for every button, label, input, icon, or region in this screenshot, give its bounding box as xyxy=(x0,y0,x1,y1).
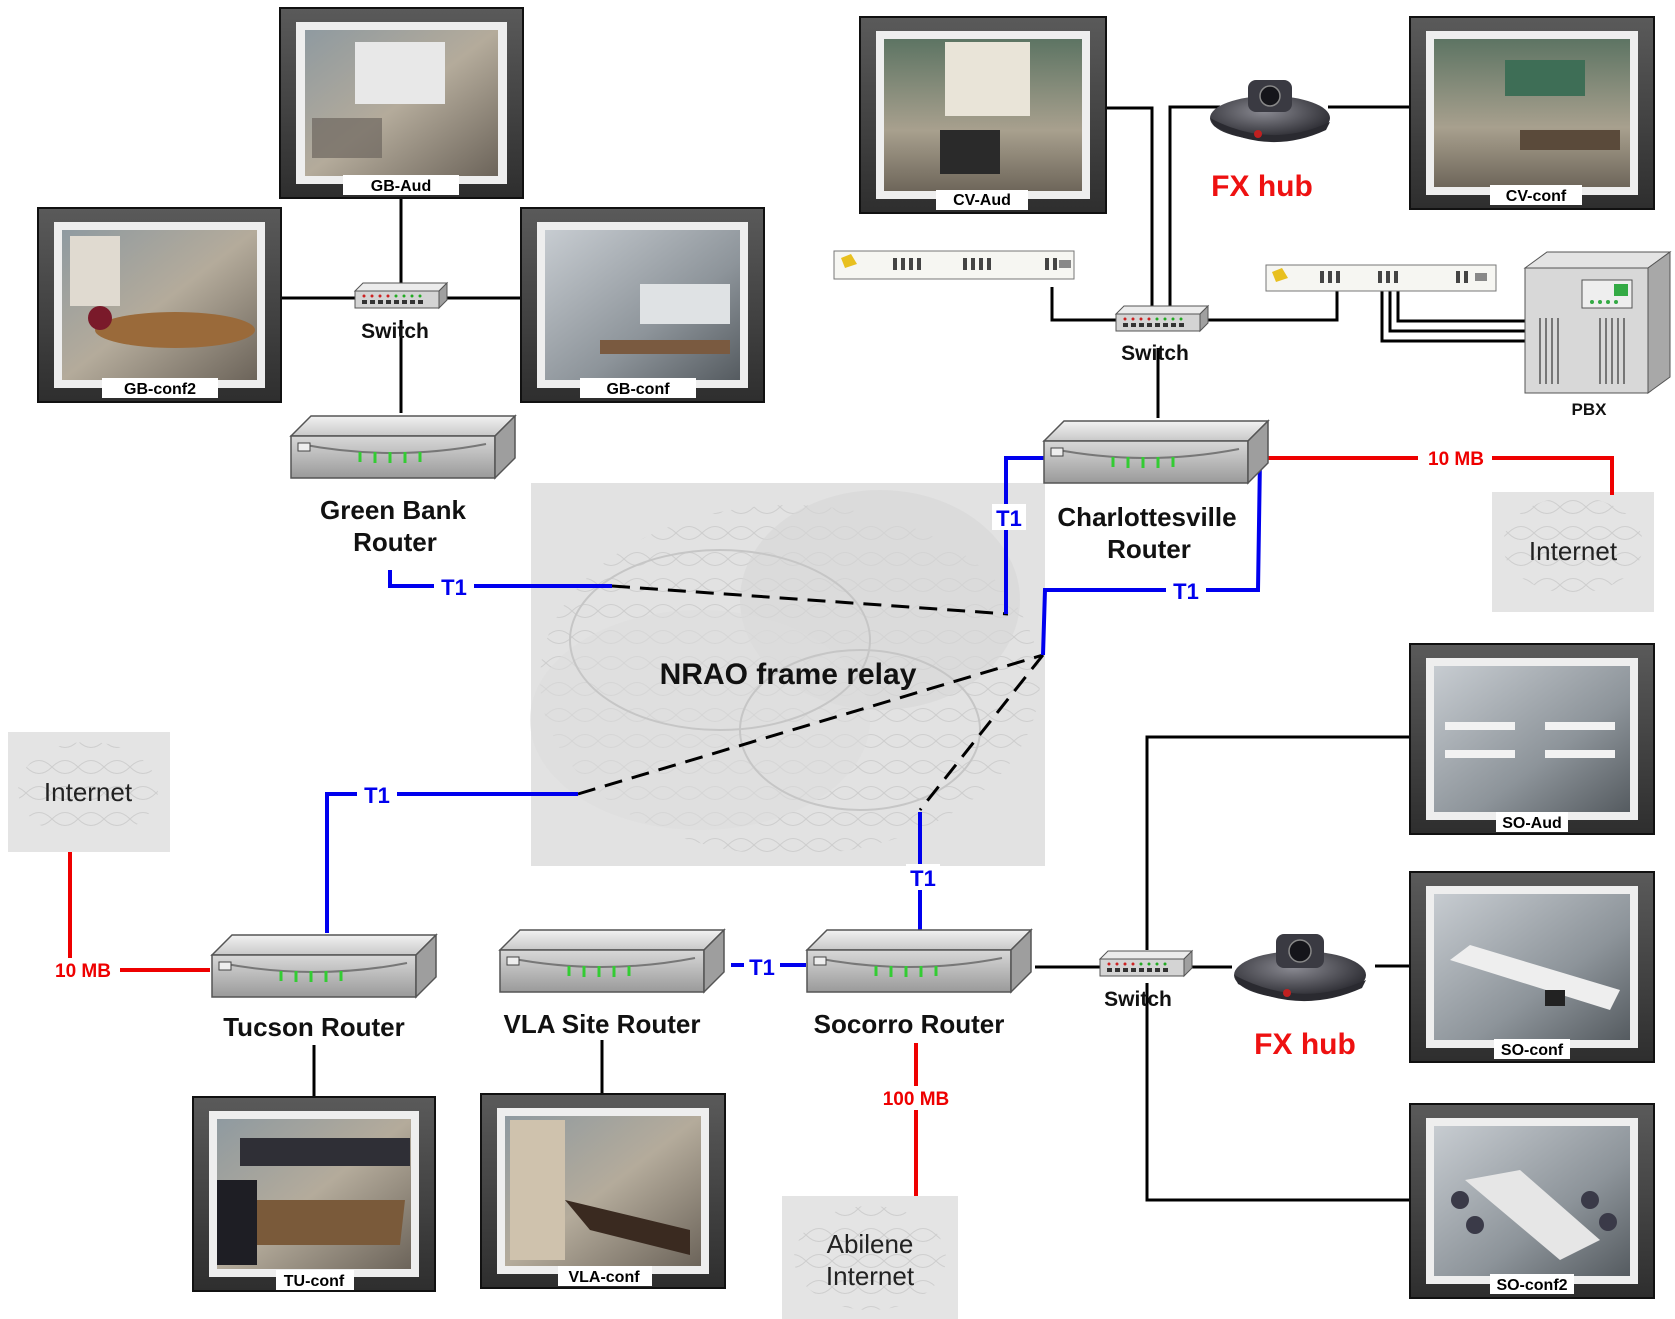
room-monitor-gb-conf: GB-conf xyxy=(520,207,765,403)
mb10-label-tu: 10 MB xyxy=(55,961,111,982)
t1-label-so: T1 xyxy=(910,866,936,891)
internet-label-cv: Internet xyxy=(1529,536,1618,566)
t1-label-gb: T1 xyxy=(441,575,467,600)
room-label-gb-aud: GB-Aud xyxy=(371,178,431,195)
link-labels: T1 T1 T1 T1 T1 T1 10 MB 10 MB 100 MB xyxy=(46,446,1492,1110)
internet-label-tu: Internet xyxy=(44,777,133,807)
router-tucson: Tucson Router xyxy=(210,933,438,1042)
switch-label-cv: Switch xyxy=(1121,342,1189,365)
router-label-cv-1: Charlottesville xyxy=(1057,502,1236,532)
room-label-cv-conf: CV-conf xyxy=(1506,188,1567,205)
room-label-tu-conf: TU-conf xyxy=(284,1273,345,1290)
fx-hub-so: FX hub xyxy=(1234,934,1366,1061)
t1-label-cv-a: T1 xyxy=(996,506,1022,531)
router-green-bank: Green Bank Router xyxy=(289,414,517,557)
switch-label-so: Switch xyxy=(1104,988,1172,1011)
router-label-socorro: Socorro Router xyxy=(814,1009,1005,1039)
room-label-so-conf: SO-conf xyxy=(1501,1042,1564,1059)
router-socorro: Socorro Router xyxy=(805,928,1033,1039)
switch-label-gb: Switch xyxy=(361,320,429,343)
room-label-gb-conf: GB-conf xyxy=(606,381,670,398)
room-label-cv-aud: CV-Aud xyxy=(953,192,1011,209)
router-label-cv-2: Router xyxy=(1107,534,1191,564)
t1-links xyxy=(325,456,1262,967)
internet-cloud-tu: Internet xyxy=(8,732,170,852)
router-label-tucson: Tucson Router xyxy=(223,1012,405,1042)
frame-relay-title: NRAO frame relay xyxy=(660,658,917,691)
room-monitor-gb-aud: GB-Aud xyxy=(279,7,524,199)
abilene-label-line2: Internet xyxy=(826,1261,915,1291)
router-vla: VLA Site Router xyxy=(498,928,726,1039)
t1-label-tu: T1 xyxy=(364,783,390,808)
t1-label-cv-b: T1 xyxy=(1173,579,1199,604)
switch-so: Switch xyxy=(1098,949,1194,1011)
frame-relay-cloud: NRAO frame relay xyxy=(530,483,1045,866)
internet-cloud-cv: Internet xyxy=(1492,492,1654,612)
room-monitor-cv-aud: CV-Aud xyxy=(859,16,1107,214)
room-monitor-vla-conf: VLA-conf xyxy=(480,1093,726,1289)
switch-cv: Switch xyxy=(1114,304,1210,365)
fx-hub-label-cv: FX hub xyxy=(1211,170,1313,203)
room-monitor-cv-conf: CV-conf xyxy=(1409,16,1655,210)
room-monitor-so-conf2: SO-conf2 xyxy=(1409,1103,1655,1299)
mb100-label-so: 100 MB xyxy=(883,1089,950,1110)
lan-links xyxy=(280,105,1525,1202)
room-label-so-aud: SO-Aud xyxy=(1502,815,1562,832)
room-label-so-conf2: SO-conf2 xyxy=(1496,1277,1567,1294)
pbx-cabinet: PBX xyxy=(1523,251,1672,419)
abilene-label-line1: Abilene xyxy=(827,1229,914,1259)
room-monitor-so-aud: SO-Aud xyxy=(1409,643,1655,835)
csu-panel-right xyxy=(1265,264,1497,292)
abilene-cloud: Abilene Internet xyxy=(782,1196,958,1319)
mb10-label-cv: 10 MB xyxy=(1428,449,1484,470)
room-monitor-tu-conf: TU-conf xyxy=(192,1096,436,1292)
room-label-gb-conf2: GB-conf2 xyxy=(124,381,196,398)
fx-hub-label-so: FX hub xyxy=(1254,1028,1356,1061)
room-monitor-gb-conf2: GB-conf2 xyxy=(37,207,282,403)
router-label-vla: VLA Site Router xyxy=(504,1009,701,1039)
csu-panel-left xyxy=(833,250,1075,280)
frame-relay-pvcs xyxy=(577,584,1045,811)
router-charlottesville: Charlottesville Router xyxy=(1042,419,1270,564)
fx-hub-cv: FX hub xyxy=(1210,80,1330,203)
switch-gb: Switch xyxy=(353,281,449,343)
router-label-green-bank-2: Router xyxy=(353,527,437,557)
t1-label-vla: T1 xyxy=(749,955,775,980)
router-label-green-bank-1: Green Bank xyxy=(320,495,466,525)
pbx-label: PBX xyxy=(1572,400,1608,419)
room-monitor-so-conf: SO-conf xyxy=(1409,871,1655,1063)
room-label-vla-conf: VLA-conf xyxy=(568,1269,640,1286)
